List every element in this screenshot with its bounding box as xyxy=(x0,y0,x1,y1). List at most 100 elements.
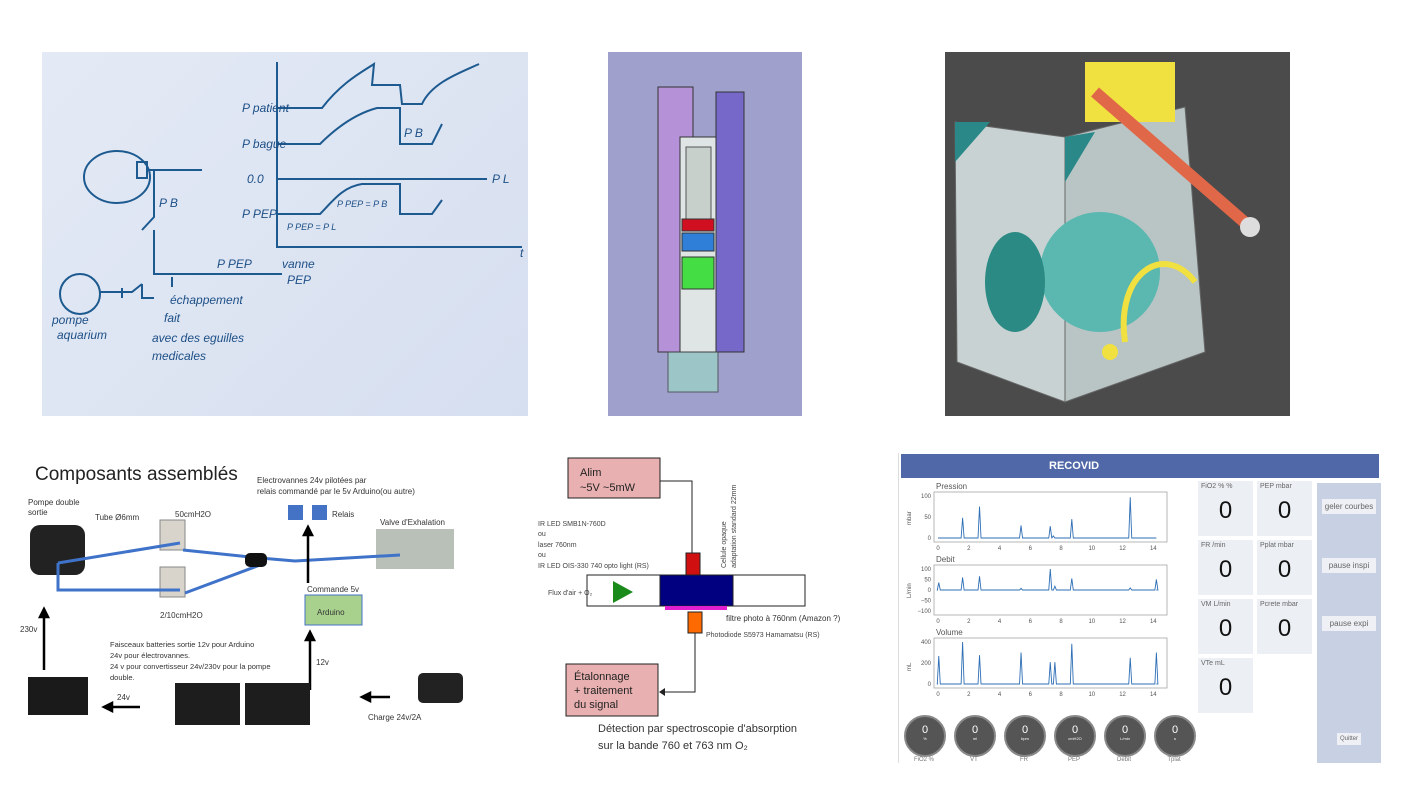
plot-title: Debit xyxy=(936,555,955,564)
gauge-fr: 0 bpm FR xyxy=(1004,715,1046,763)
gauge-value: 0 xyxy=(1071,724,1079,736)
tile-label: FiO2 % % xyxy=(1201,483,1233,490)
y-tick-label: 100 xyxy=(921,494,932,500)
x-tick-label: 6 xyxy=(1029,692,1033,698)
battery-1-photo xyxy=(175,683,240,725)
label-p-b: P B xyxy=(404,126,423,140)
gauge-tplat: 0 s Tplat xyxy=(1154,715,1196,763)
quit-button[interactable]: Quitter xyxy=(1337,733,1361,745)
tile-value: 0 xyxy=(1218,615,1233,642)
hand-sketch-photo: P patient P bague 0.0 P PEP P B P L t P … xyxy=(42,52,528,416)
x-tick-label: 0 xyxy=(936,546,940,552)
opaque-cell xyxy=(659,574,734,607)
processing-3: du signal xyxy=(574,699,618,711)
arduino-box xyxy=(304,594,363,626)
gauge-label: Debit xyxy=(1116,757,1131,763)
x-tick-label: 14 xyxy=(1150,546,1157,552)
photo-filter xyxy=(665,606,727,610)
pump-label: Pompe double xyxy=(28,498,80,507)
alim-label: Alim xyxy=(580,467,601,479)
recovid-header: RECOVID xyxy=(901,454,1379,478)
y-tick-label: 50 xyxy=(924,515,931,521)
label-vanne: vanne xyxy=(282,257,315,271)
pause-expi-button[interactable]: pause expi xyxy=(1322,616,1376,631)
spectroscopy-diagram: Alim ~5V ~5mW IR LED SMB1N-760D ou laser… xyxy=(530,450,890,760)
gauge-label: FR xyxy=(1020,757,1028,763)
sketch-axes xyxy=(276,62,522,248)
commande-label: Commande 5v xyxy=(307,585,359,594)
plot-frame xyxy=(933,491,1168,543)
pause-inspi-button[interactable]: pause inspi xyxy=(1322,558,1376,573)
tile-label: Pcrete mbar xyxy=(1260,601,1299,608)
gauge-label: PEP xyxy=(1067,757,1080,763)
x-tick-label: 10 xyxy=(1088,546,1095,552)
24v-label: 24v xyxy=(117,693,130,702)
batteries-note-1: Faisceaux batteries sortie 12v pour Ardu… xyxy=(110,640,254,649)
x-tick-label: 8 xyxy=(1059,546,1063,552)
label-pb-side: P B xyxy=(159,196,178,210)
x-tick-label: 0 xyxy=(936,619,940,625)
tile-value: 0 xyxy=(1277,615,1292,642)
y-tick-label: 0 xyxy=(928,682,932,688)
gauge-vt: 0 ml VT xyxy=(954,715,996,763)
x-tick-label: 4 xyxy=(998,692,1002,698)
gauge-label: VT xyxy=(970,757,978,763)
sketch-drawing: P patient P bague 0.0 P PEP P B P L t P … xyxy=(51,62,524,363)
label-p-pep: P PEP xyxy=(242,207,277,221)
tile-label: PEP mbar xyxy=(1260,483,1292,490)
control-panel: geler courbes pause inspi pause expi Qui… xyxy=(1317,483,1381,763)
y-tick-label: 400 xyxy=(921,640,932,646)
gauge-value: 0 xyxy=(971,724,979,736)
alim-box xyxy=(567,457,661,499)
electrovalves-label-2: relais commandé par le 5v Arduino(ou aut… xyxy=(257,487,415,496)
x-tick-label: 12 xyxy=(1119,546,1126,552)
relais-label: Relais xyxy=(332,510,354,519)
waveform-line xyxy=(936,568,1159,591)
note-medicales: medicales xyxy=(152,349,206,363)
x-tick-label: 8 xyxy=(1059,692,1063,698)
x-tick-label: 2 xyxy=(967,692,971,698)
processing-2: + traitement xyxy=(574,685,632,697)
y-tick-label: 100 xyxy=(921,567,932,573)
tile-value: 0 xyxy=(1277,556,1292,583)
gauge-unit: % xyxy=(923,736,927,741)
battery-2-photo xyxy=(245,683,310,725)
tube-label: Tube Ø6mm xyxy=(95,513,139,522)
relay-1 xyxy=(288,505,303,520)
label-ppep-pl: P PEP = P L xyxy=(287,222,336,232)
flux-label: Flux d'air + O₂ xyxy=(548,590,593,597)
gauge-fio2-: 0 % FiO2 % xyxy=(904,715,946,763)
photodiode xyxy=(687,611,703,634)
x-tick-label: 8 xyxy=(1059,619,1063,625)
assembled-components-diagram: Composants assemblés Pompe double sortie… xyxy=(20,455,470,725)
waveform-line xyxy=(938,497,1157,539)
source-or-1: ou xyxy=(538,531,546,538)
processing-1: Étalonnage xyxy=(574,670,630,683)
freeze-curves-button[interactable]: geler courbes xyxy=(1322,499,1376,514)
x-tick-label: 12 xyxy=(1119,619,1126,625)
pump-photo xyxy=(30,525,85,575)
x-tick-label: 4 xyxy=(998,619,1002,625)
y-tick-label: 200 xyxy=(921,661,932,667)
gauge-label: FiO2 % xyxy=(913,757,934,763)
source-3: IR LED OIS-330 740 opto light (RS) xyxy=(538,563,649,570)
x-tick-label: 2 xyxy=(967,619,971,625)
gauge-unit: s xyxy=(1174,736,1176,741)
cad-drawing xyxy=(657,86,745,393)
y-tick-label: −100 xyxy=(917,609,931,615)
batteries-note-4: double. xyxy=(110,673,135,682)
gauge-value: 0 xyxy=(921,724,929,736)
gauge-unit: cmH2O xyxy=(1068,736,1082,741)
x-tick-label: 4 xyxy=(998,546,1002,552)
gauge-unit: L/min xyxy=(1120,736,1130,741)
render-drawing xyxy=(954,62,1260,403)
gauge-unit: bpm xyxy=(1021,736,1029,741)
note-pompe: pompe xyxy=(51,313,89,327)
x-tick-label: 2 xyxy=(967,546,971,552)
label-p-pep-line: P PEP xyxy=(217,257,252,271)
